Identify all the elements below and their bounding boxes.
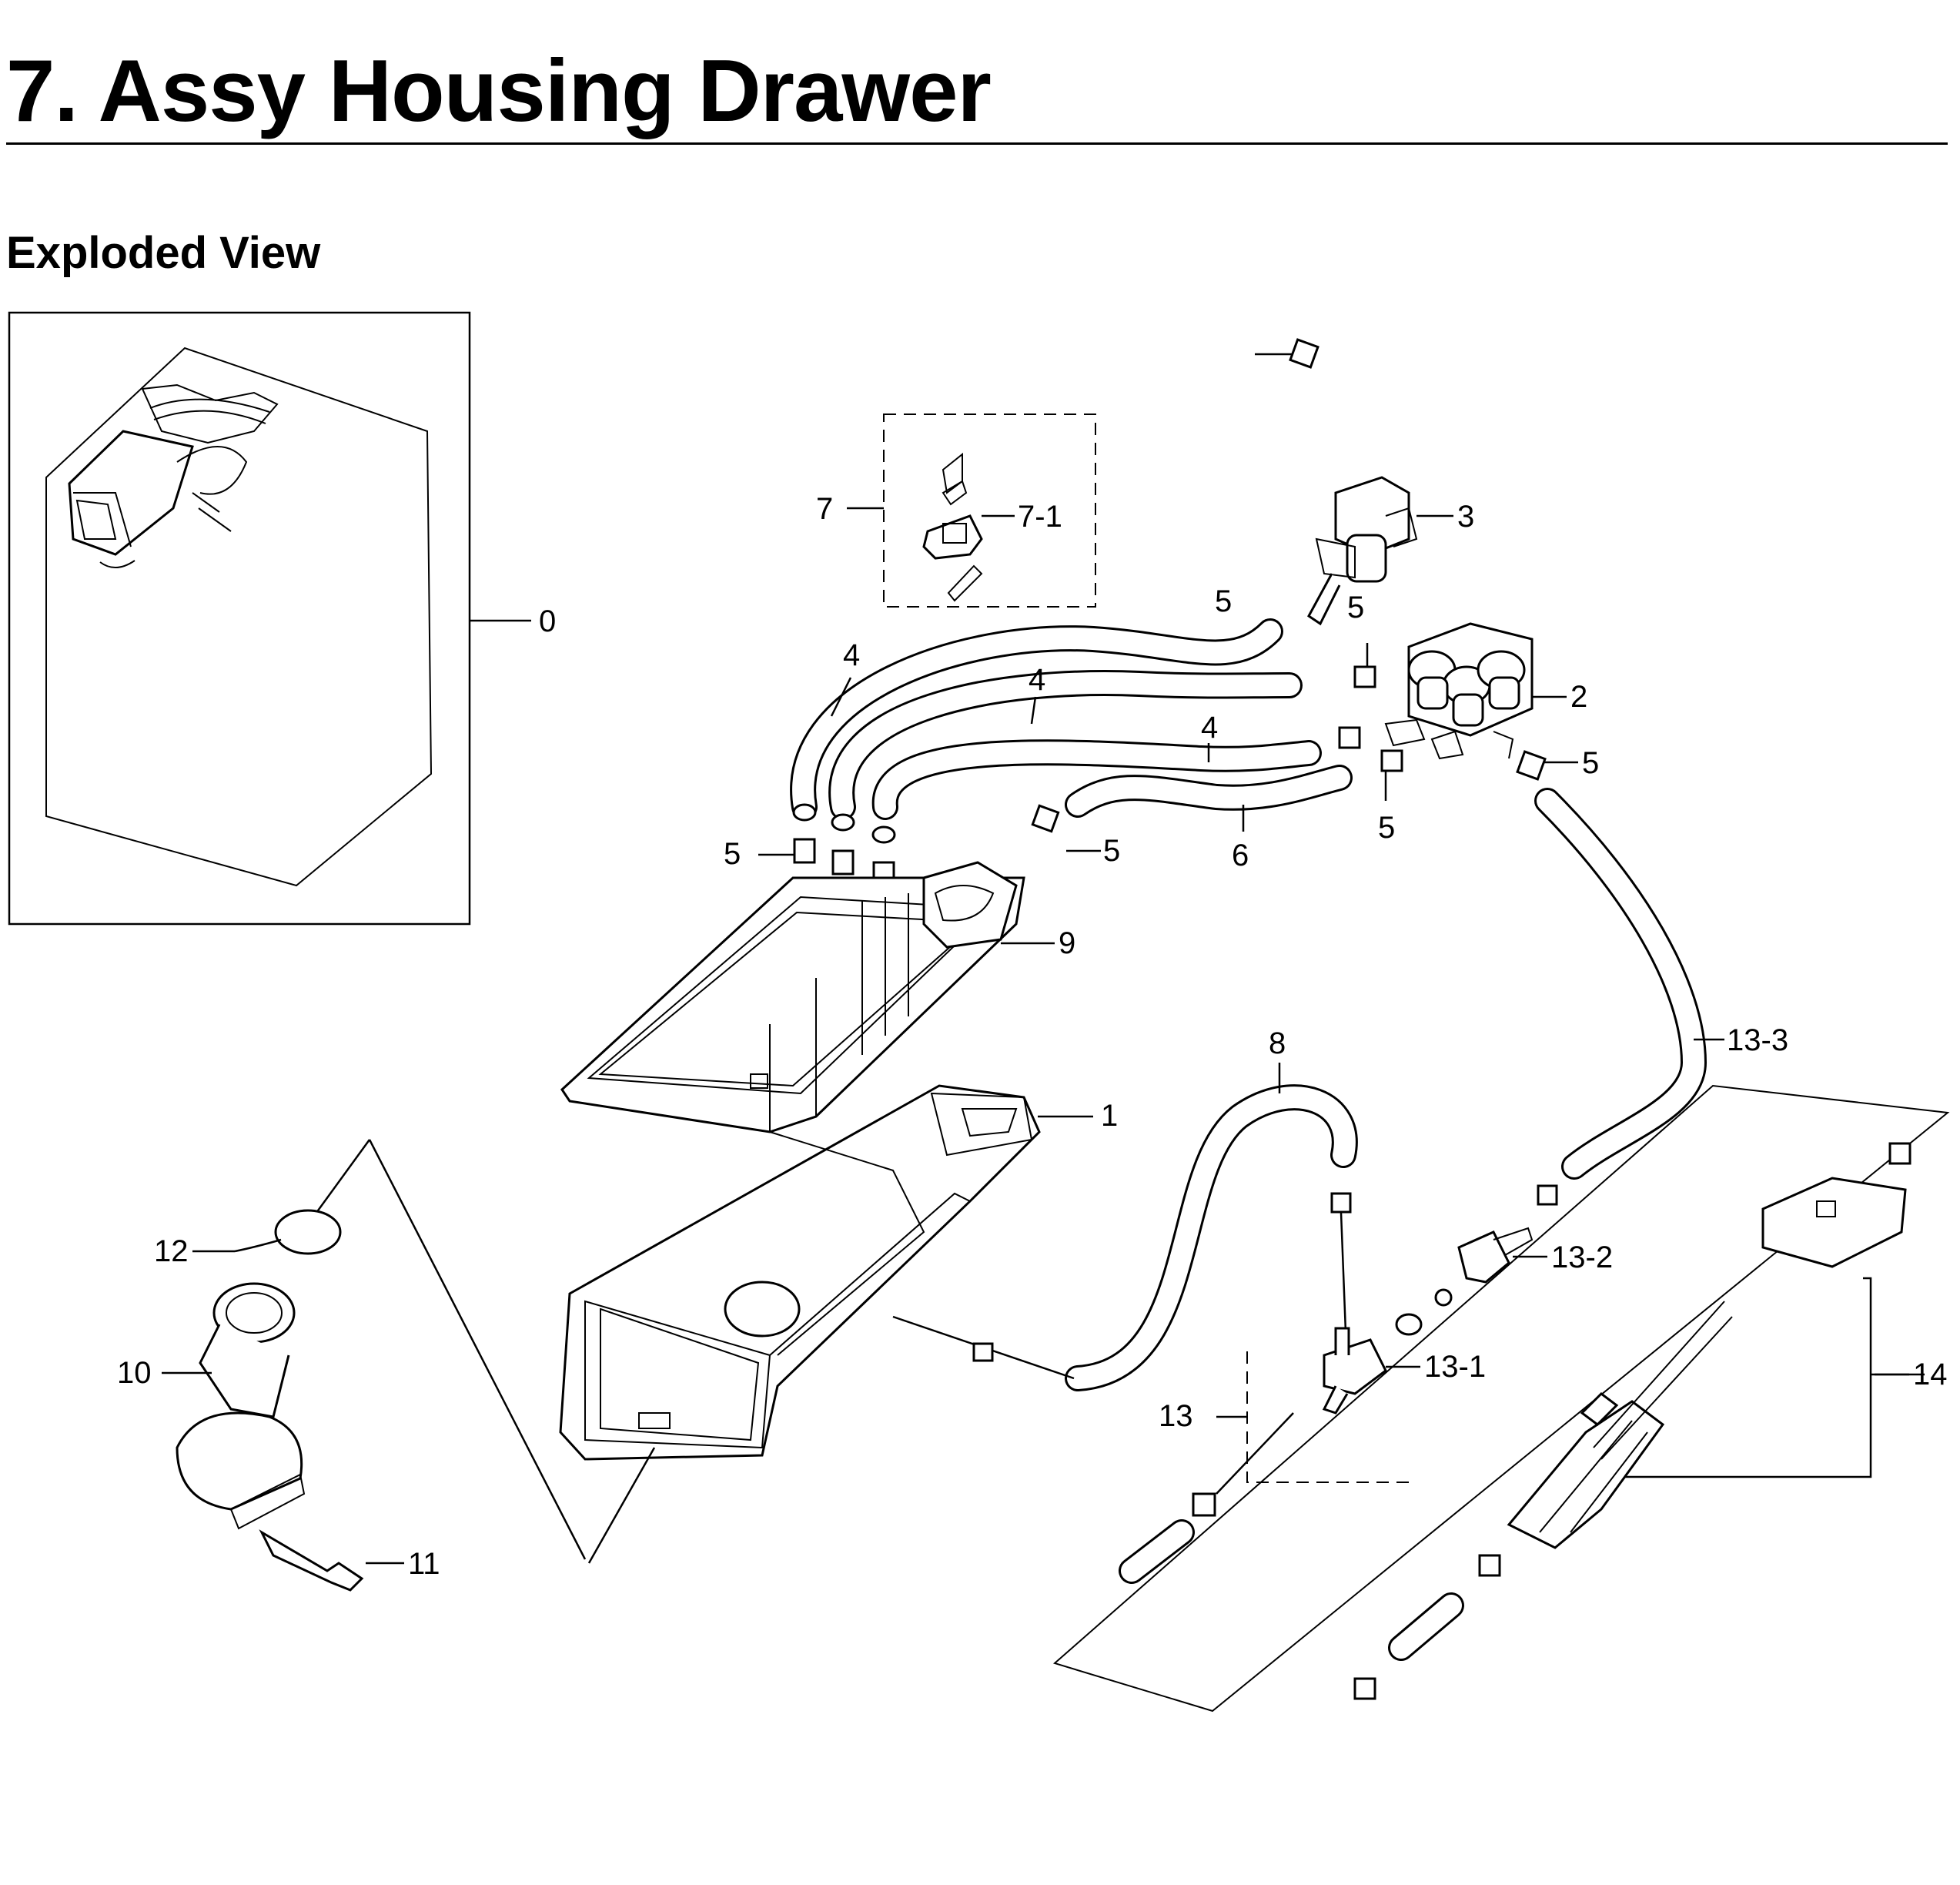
part-14-harness [1353,1142,1925,1700]
drawer-housing [559,1084,1041,1461]
callout-5-upper-left: 5 [1215,584,1232,618]
hose-8 [892,1084,1358,1391]
callout-7: 7 [816,492,833,526]
callout-5-center: 5 [1103,834,1120,868]
title-rule [6,142,1948,145]
callout-5-right: 5 [1582,746,1599,780]
drawer-cover-assembly [560,861,1025,1133]
callout-13: 13 [1159,1399,1193,1433]
assembly-overview-inset: 0 [8,311,556,926]
callout-4c: 4 [1201,711,1218,745]
callout-12: 12 [154,1234,189,1268]
section-subtitle: Exploded View [6,228,321,278]
callout-2: 2 [1570,680,1587,714]
callout-14: 14 [1913,1358,1948,1391]
callout-7-1: 7-1 [1018,500,1062,534]
callout-13-1: 13-1 [1424,1350,1486,1384]
water-valve-3 [1307,476,1418,626]
callout-1: 1 [1101,1099,1118,1133]
assembly-thumbnail [68,383,279,568]
callout-5-middle: 5 [1378,811,1395,845]
callout-10: 10 [117,1356,152,1390]
water-valve-2 [1384,622,1534,760]
callout-3: 3 [1457,500,1474,534]
callout-labels: 1 2 3 4 4 4 5 5 5 5 5 5 6 7 7-1 8 9 10 1… [117,492,1948,1581]
page-title: 7. Assy Housing Drawer [6,42,992,140]
callout-4b: 4 [1028,663,1045,697]
part-7-group [883,413,1096,608]
callout-11: 11 [408,1547,440,1581]
callout-4a: 4 [843,638,860,672]
callout-13-2: 13-2 [1551,1240,1613,1274]
callout-13-3: 13-3 [1727,1023,1788,1057]
callout-5-upper: 5 [1347,591,1364,624]
callout-0: 0 [539,604,556,638]
callout-5-left: 5 [724,837,741,871]
part-13-group [1052,1084,1950,1713]
hoses [790,618,1707,1180]
callout-6: 6 [1232,839,1249,872]
leader-lines [162,353,1909,1565]
hose-clamps [792,338,1547,887]
callout-8: 8 [1269,1026,1286,1060]
bellows-parts [176,1139,656,1592]
callout-9: 9 [1059,926,1075,960]
